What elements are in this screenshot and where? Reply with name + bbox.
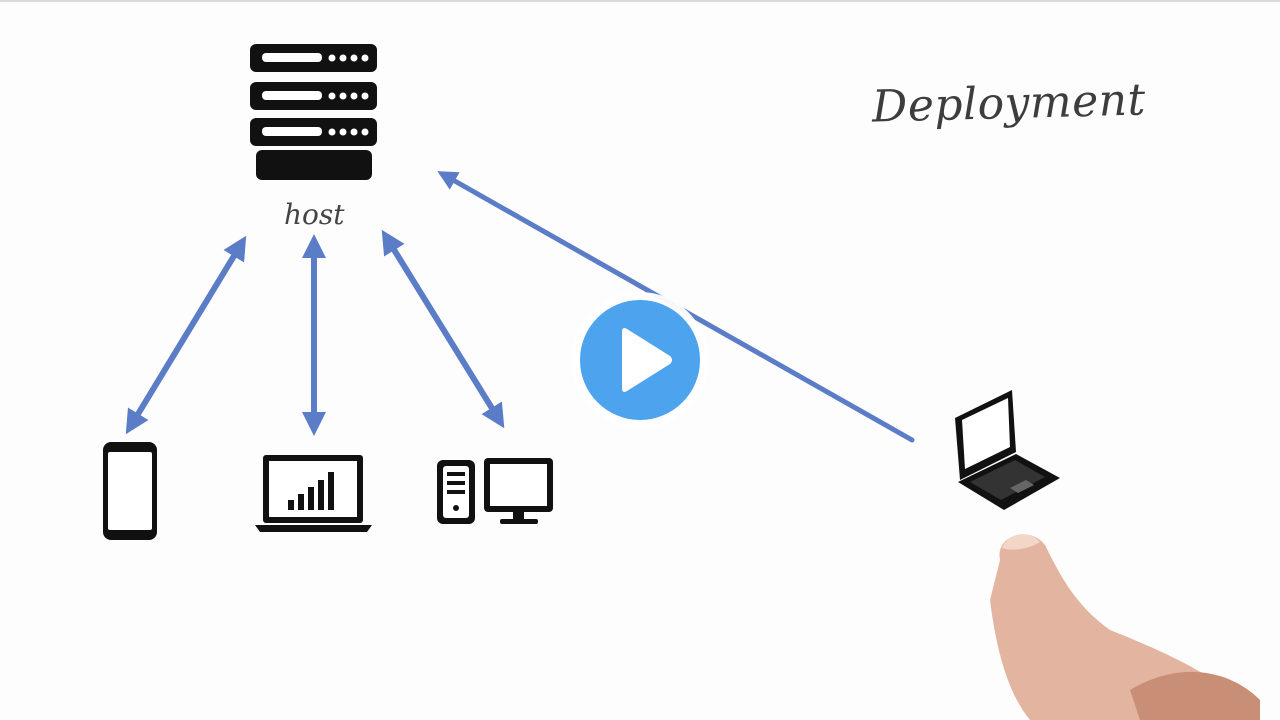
desktop-computer-icon <box>437 458 553 524</box>
arrow-host-phone <box>125 235 247 435</box>
server-rack-icon <box>250 44 377 180</box>
smartphone-icon <box>103 442 157 540</box>
top-divider <box>0 0 1280 2</box>
play-icon <box>572 292 708 428</box>
laptop-chart-icon <box>255 455 372 532</box>
laptop-keyboard-icon <box>955 390 1060 510</box>
arrow-host-desktop <box>381 229 505 429</box>
play-button[interactable] <box>570 290 710 430</box>
pointing-finger <box>990 534 1260 720</box>
page-title: Deployment <box>871 74 1147 133</box>
host-label: host <box>284 198 345 231</box>
